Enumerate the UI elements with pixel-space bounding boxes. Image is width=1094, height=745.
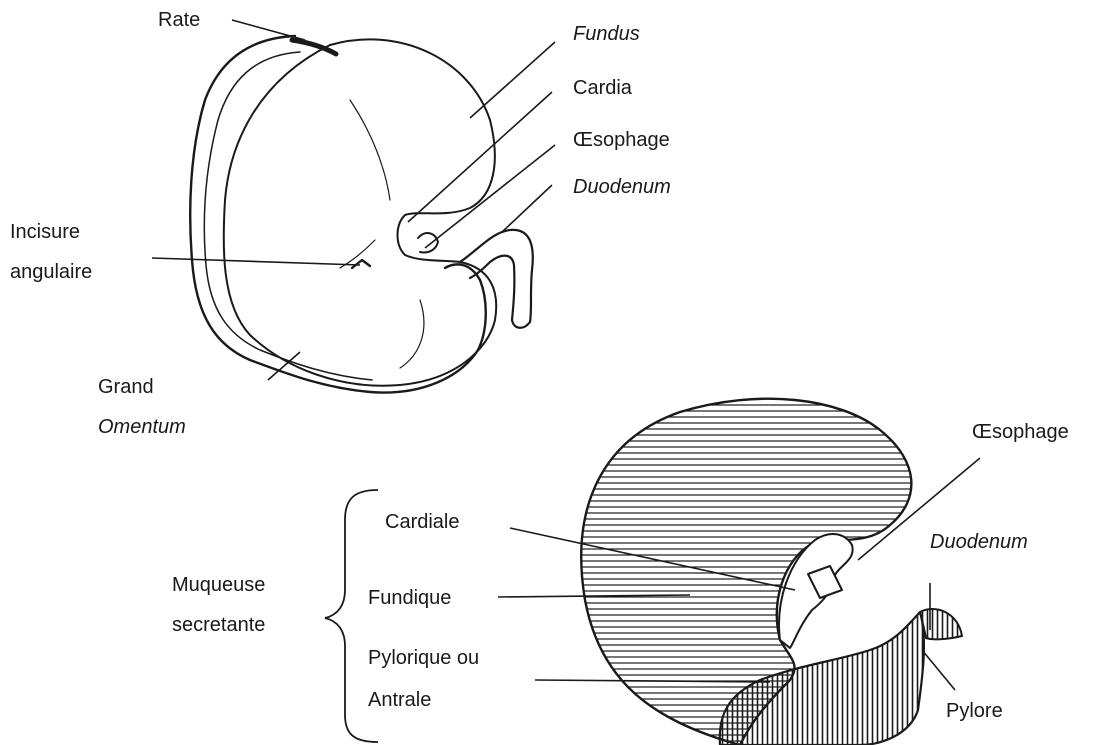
label-duodenum-top: Duodenum bbox=[573, 175, 671, 199]
label-rate: Rate bbox=[158, 8, 200, 32]
bottom-duodenum bbox=[920, 609, 962, 639]
label-grand: Grand bbox=[98, 375, 154, 399]
label-pylorique-1: Pylorique ou bbox=[368, 646, 479, 670]
bottom-stomach bbox=[581, 399, 962, 745]
label-fundus: Fundus bbox=[573, 22, 640, 46]
label-muqueuse-2: secretante bbox=[172, 613, 265, 637]
label-muqueuse-1: Muqueuse bbox=[172, 573, 265, 597]
label-duodenum-bottom: Duodenum bbox=[930, 530, 1028, 554]
label-pylore: Pylore bbox=[946, 699, 1003, 723]
label-pylorique-2: Antrale bbox=[368, 688, 431, 712]
top-leader-lines bbox=[152, 20, 555, 380]
label-oesophage-top: Œsophage bbox=[573, 128, 670, 152]
label-incisure-2: angulaire bbox=[10, 260, 92, 284]
label-omentum: Omentum bbox=[98, 415, 186, 439]
label-fundique: Fundique bbox=[368, 586, 451, 610]
top-stomach-body bbox=[224, 39, 497, 385]
top-stomach bbox=[190, 36, 533, 393]
label-cardiale: Cardiale bbox=[385, 510, 459, 534]
label-cardia: Cardia bbox=[573, 76, 632, 100]
label-incisure-1: Incisure bbox=[10, 220, 80, 244]
label-oesophage-bottom: Œsophage bbox=[972, 420, 1069, 444]
